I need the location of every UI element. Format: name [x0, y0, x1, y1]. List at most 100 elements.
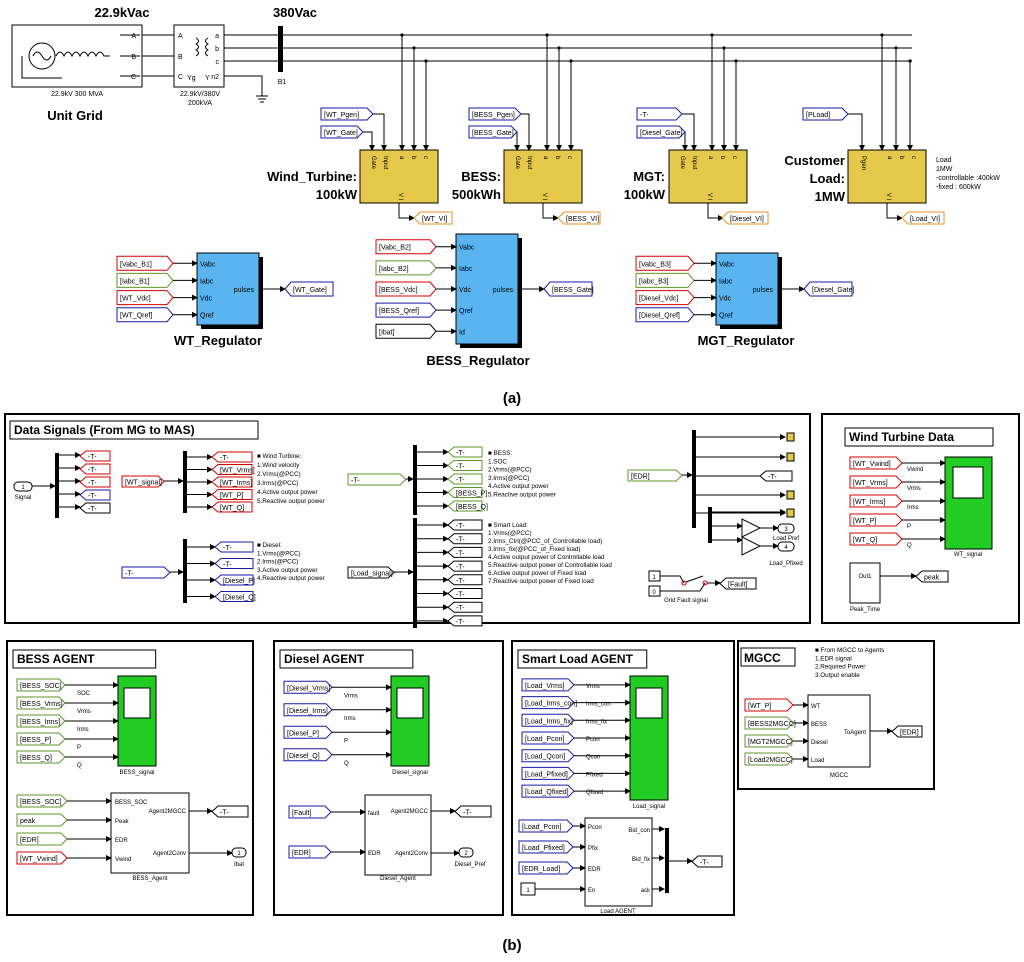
scope-in-tag[interactable]: [BESS_Q] — [16, 750, 66, 764]
scope-in-tag[interactable]: [Load_Qfixed] — [521, 784, 575, 798]
mgcc-in-tag[interactable]: [WT_P] — [744, 698, 794, 712]
t-tag[interactable]: -T- — [79, 450, 111, 462]
load-out-tag[interactable]: -T- — [447, 574, 483, 586]
reg-input-tag[interactable]: [BESS_Vdc] — [375, 281, 437, 297]
t-tag[interactable]: -T- — [79, 463, 111, 475]
t-tag[interactable]: -T- — [79, 476, 111, 488]
load-out-tag[interactable]: -T- — [447, 533, 483, 545]
wt-pgen-tag[interactable]: [WT_Pgen] — [320, 107, 374, 121]
diesel-out-tag[interactable]: -T- — [214, 558, 254, 569]
diesel-agent-block[interactable] — [364, 794, 432, 876]
scope-in-tag[interactable]: [Load_Pcon] — [521, 731, 575, 745]
reg-input-tag[interactable]: [WT_Qref] — [116, 307, 174, 323]
agent-in-tag[interactable]: [Fault] — [288, 805, 332, 819]
agent-in-tag[interactable]: [Load_Pcon] — [518, 819, 574, 833]
bess-out-tag[interactable]: [BESS_P] — [447, 487, 487, 498]
scope-in-tag[interactable]: [Load_Irms_fix] — [521, 713, 575, 727]
load-out-tag[interactable]: -T- — [447, 519, 483, 531]
wt-signal-tag[interactable]: [WT_signal] — [121, 475, 165, 488]
scope-in-tag[interactable]: [Diesel_P] — [283, 725, 333, 739]
load-signal-tag[interactable]: [Load_signal] — [347, 566, 395, 579]
bess-out-tag[interactable]: [BESS_Q] — [447, 500, 488, 512]
reg-input-tag[interactable]: [Vabc_B3] — [635, 255, 695, 271]
wt-out-tag[interactable]: [WT_P] — [211, 489, 253, 500]
bess-pgen-tag[interactable]: [BESS_Pgen] — [468, 107, 522, 121]
diesel-pref-outport[interactable] — [458, 847, 474, 858]
diesel-out-tag[interactable]: [Diesel_Q] — [214, 591, 256, 602]
bess-out-tag[interactable]: -T- — [447, 460, 483, 471]
load-agent-block[interactable] — [584, 817, 653, 907]
scope-in-tag[interactable]: [BESS_Irms] — [16, 714, 66, 728]
bess-out-tag[interactable]: -T- — [447, 473, 483, 485]
load-pref-outport[interactable] — [777, 523, 795, 534]
agent-out-tag[interactable]: -T- — [211, 805, 249, 818]
bess-block[interactable] — [503, 149, 583, 204]
edr-tag[interactable]: [EDR] — [627, 469, 683, 482]
diesel-out-tag[interactable]: [Diesel_P] — [214, 574, 255, 586]
reg-input-tag[interactable]: [Vabc_B2] — [375, 239, 437, 255]
diesel-out-tag[interactable]: -T- — [214, 541, 254, 553]
reg-out-tag[interactable]: [Diesel_Gate] — [803, 281, 854, 297]
wt-data-tag[interactable]: [WT_P] — [849, 513, 903, 527]
mgcc-block[interactable] — [807, 694, 871, 768]
reg-input-tag[interactable]: [Diesel_Vdc] — [635, 290, 695, 306]
scope-in-tag[interactable]: [Load_Vrms] — [521, 678, 575, 692]
agent-in-tag[interactable]: [EDR] — [16, 832, 68, 846]
agent-in-tag[interactable]: [BESS_SOC] — [16, 794, 68, 808]
ibat-outport[interactable] — [231, 847, 247, 858]
wt-vi-tag[interactable]: [WT_VI] — [413, 211, 453, 225]
agent-in-tag[interactable]: [WT_Vwind] — [16, 851, 68, 865]
agent-in-tag[interactable]: [EDR_Load] — [518, 861, 574, 875]
scope-in-tag[interactable]: [BESS_Vrms] — [16, 696, 66, 710]
mgt-vi-tag[interactable]: [Diesel_VI] — [721, 211, 769, 225]
t-tag[interactable]: -T- — [79, 489, 111, 501]
wt-data-tag[interactable]: [WT_Q] — [849, 532, 903, 546]
reg-input-tag[interactable]: [Ibat] — [375, 323, 437, 339]
mgcc-in-tag[interactable]: [Load2MGCC] — [744, 752, 794, 766]
peak-time-block[interactable] — [849, 562, 881, 604]
reg-input-tag[interactable]: [WT_Vdc] — [116, 290, 174, 306]
edr-t-tag[interactable]: -T- — [759, 470, 793, 482]
wt-gate-tag[interactable]: [WT_Gate] — [320, 125, 364, 139]
agent-in-tag[interactable]: peak — [16, 813, 68, 827]
reg-out-tag[interactable]: [BESS_Gate] — [543, 281, 594, 297]
agent-out-tag[interactable]: -T- — [454, 805, 492, 818]
wt-regulator[interactable] — [196, 252, 260, 326]
wt-data-tag[interactable]: [WT_Irms] — [849, 494, 903, 508]
load-out-tag[interactable]: -T- — [447, 546, 483, 558]
reg-input-tag[interactable]: [Diesel_Qref] — [635, 307, 695, 323]
fault-tag[interactable]: [Fault] — [719, 577, 757, 590]
load-out-tag[interactable]: -T- — [447, 560, 483, 572]
scope-in-tag[interactable]: [Load_Irms_con] — [521, 696, 577, 710]
wt-data-tag[interactable]: [WT_Vrms] — [849, 475, 903, 489]
customer-load-block[interactable] — [847, 149, 927, 204]
reg-input-tag[interactable]: [Iabc_B1] — [116, 272, 174, 288]
mgt-block[interactable] — [668, 149, 748, 204]
wt-out-tag[interactable]: [WT_Irms] — [211, 476, 253, 488]
wt-out-tag[interactable]: -T- — [211, 451, 253, 463]
reg-input-tag[interactable]: [Iabc_B2] — [375, 260, 437, 276]
wt-out-tag[interactable]: [WT_Q] — [211, 501, 253, 513]
peak-tag[interactable]: peak — [915, 570, 949, 583]
bess-agent-block[interactable] — [110, 792, 190, 874]
mgt-gate-tag[interactable]: [Diesel_Gate] — [636, 125, 686, 139]
bus-b1[interactable] — [278, 26, 283, 72]
mgt-input-tag[interactable]: -T- — [636, 107, 683, 121]
mgcc-out-tag[interactable]: [EDR] — [891, 725, 923, 738]
scope-in-tag[interactable]: [BESS_P] — [16, 732, 66, 746]
wind-turbine-block[interactable] — [359, 149, 439, 204]
scope-in-tag[interactable]: [Diesel_Irms] — [283, 703, 333, 717]
reg-input-tag[interactable]: [Vabc_B1] — [116, 255, 174, 271]
scope-in-tag[interactable]: [Diesel_Q] — [283, 748, 333, 762]
load-vi-tag[interactable]: [Load_VI] — [901, 211, 945, 225]
mgt-regulator[interactable] — [715, 252, 779, 326]
reg-input-tag[interactable]: [BESS_Qref] — [375, 302, 437, 318]
wt-out-tag[interactable]: [WT_Vrms] — [211, 464, 255, 475]
reg-input-tag[interactable]: [Iabc_B3] — [635, 272, 695, 288]
bess-out-tag[interactable]: -T- — [447, 446, 483, 458]
bess-vi-tag[interactable]: [BESS_VI] — [557, 211, 601, 225]
agent-in-tag[interactable]: [Load_Pfixed] — [518, 840, 574, 854]
load-out-tag[interactable]: -T- — [447, 588, 483, 599]
load-pfixed-outport[interactable] — [777, 541, 795, 552]
scope-in-tag[interactable]: [Load_Pfixed] — [521, 766, 575, 780]
